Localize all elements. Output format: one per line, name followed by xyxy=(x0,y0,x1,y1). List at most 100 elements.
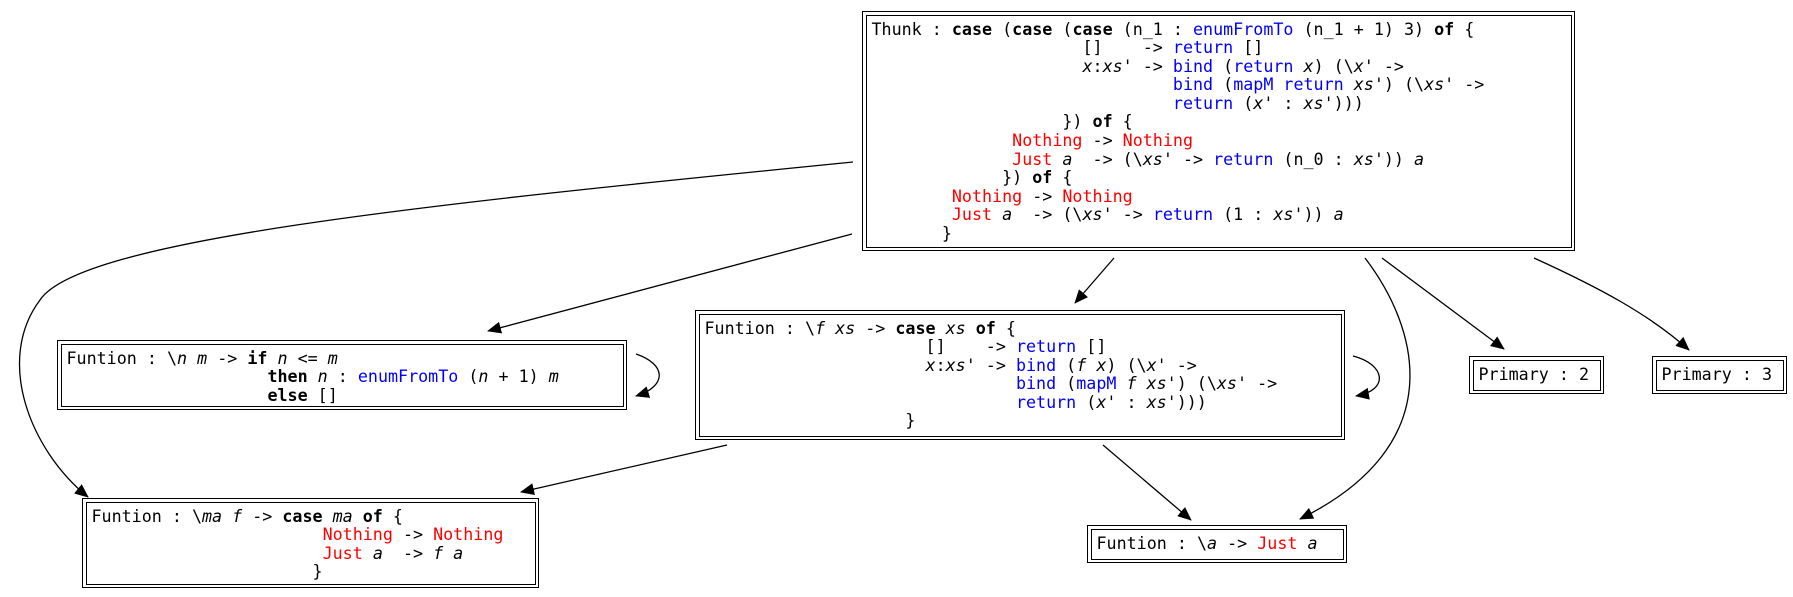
code-token: enumFromTo xyxy=(357,366,459,387)
code-token: else xyxy=(267,384,308,405)
code-token xyxy=(936,318,946,338)
code-token: ) (\ xyxy=(1106,354,1147,375)
code-token: xs xyxy=(1102,55,1123,76)
enumfromto-function-node[interactable]: Funtion : \n m -> if n <= m then n : enu… xyxy=(57,340,627,410)
mapm-function-node-line: x:xs' -> bind (f x) (\x' -> xyxy=(705,354,1336,375)
code-token: ')) xyxy=(1373,148,1415,169)
thunk-node-line: Nothing -> Nothing xyxy=(872,131,1566,150)
bind-function-node-line: } xyxy=(92,562,530,581)
code-token: <= xyxy=(287,347,328,368)
code-token: x xyxy=(925,354,936,375)
code-token: ma f xyxy=(202,505,243,526)
code-token: Primary : 2 xyxy=(1478,363,1590,384)
just-function-node[interactable]: Funtion : \a -> Just a xyxy=(1087,525,1347,563)
code-token: -> xyxy=(382,542,434,563)
code-token: + 1) xyxy=(488,366,549,387)
bind-function-node-line: Just a -> f a xyxy=(92,542,530,563)
code-token xyxy=(872,130,1013,150)
code-token: x xyxy=(1096,391,1107,412)
code-token: Nothing xyxy=(1012,130,1083,151)
code-token: }) xyxy=(871,111,1093,132)
code-token: case xyxy=(951,18,993,39)
mapm-function-node-line: return (x' : xs'))) xyxy=(705,393,1336,412)
code-token xyxy=(966,318,976,338)
code-token: ' -> xyxy=(965,354,1016,375)
edge-thunk-to-mapm xyxy=(1074,257,1115,304)
code-token: ( xyxy=(992,18,1013,39)
code-token: -> (\ xyxy=(1012,204,1083,225)
primary-2-node[interactable]: Primary : 2 xyxy=(1469,356,1604,394)
code-token xyxy=(1344,74,1354,94)
thunk-node-line: Nothing -> Nothing xyxy=(872,187,1566,206)
code-token xyxy=(267,348,277,368)
mapm-function-node[interactable]: Funtion : \f xs -> case xs of { [] -> re… xyxy=(695,310,1345,440)
code-token xyxy=(872,56,1083,76)
code-token: f x xyxy=(1076,354,1107,375)
enumfromto-function-node-code: Funtion : \n m -> if n <= m then n : enu… xyxy=(66,347,618,405)
code-token: Nothing xyxy=(322,524,393,545)
code-token xyxy=(872,93,1173,113)
code-token: bind xyxy=(1172,55,1214,76)
code-token: [] -> xyxy=(704,336,1016,357)
primary-2-node-line: Primary : 2 xyxy=(1479,365,1595,383)
code-token: xs xyxy=(1353,148,1374,169)
primary-3-node[interactable]: Primary : 3 xyxy=(1652,356,1787,394)
code-token: m xyxy=(327,347,338,368)
code-token: Primary : 3 xyxy=(1661,363,1773,384)
code-token: -> xyxy=(207,347,248,368)
code-token: Just xyxy=(322,542,363,563)
edge-thunk-to-bind xyxy=(18,161,854,498)
code-token: f xs xyxy=(1126,373,1167,394)
code-token: xs xyxy=(1082,204,1103,225)
code-token: xs xyxy=(945,317,966,338)
thunk-node-line: Just a -> (\xs' -> return (n_0 : xs')) a xyxy=(872,148,1566,169)
code-token xyxy=(872,74,1173,94)
thunk-node-line: bind (mapM return xs') (\xs' -> xyxy=(872,75,1566,94)
code-token: -> xyxy=(1082,130,1123,151)
mapm-function-node-line: } xyxy=(705,411,1336,430)
code-token xyxy=(705,392,1016,412)
code-token: xs xyxy=(1142,148,1163,169)
code-token: Funtion : \ xyxy=(66,347,178,368)
code-token: n m xyxy=(177,347,208,368)
code-token: -> xyxy=(855,317,896,338)
code-token: ' -> xyxy=(1236,373,1278,394)
just-function-node-line: Funtion : \a -> Just a xyxy=(1097,534,1338,552)
edge-mapm-to-bind xyxy=(520,444,728,495)
code-token: -> xyxy=(242,505,283,526)
code-token: a xyxy=(372,542,383,563)
code-token: ( xyxy=(1076,391,1097,412)
mapm-function-node-code: Funtion : \f xs -> case xs of { [] -> re… xyxy=(704,317,1336,431)
code-token: a xyxy=(1207,532,1218,553)
code-token: x xyxy=(1253,92,1264,113)
code-token: of xyxy=(362,505,383,526)
code-token: -> xyxy=(1022,185,1063,206)
code-token: xs xyxy=(1424,74,1445,95)
bind-function-node-line: Funtion : \ma f -> case ma of { xyxy=(92,505,530,526)
code-token: -> (\ xyxy=(1072,148,1143,169)
code-token: '))) xyxy=(1166,391,1207,412)
thunk-node-line: x:xs' -> bind (return x) (\x' -> xyxy=(872,55,1566,76)
code-token xyxy=(67,385,268,405)
code-token: xs xyxy=(1273,204,1294,225)
code-token: ( xyxy=(458,366,479,387)
code-token: bind xyxy=(1015,373,1057,394)
bind-function-node[interactable]: Funtion : \ma f -> case ma of { Nothing … xyxy=(82,498,539,588)
code-token: a xyxy=(1062,148,1073,169)
code-token: Nothing xyxy=(433,524,504,545)
code-token: return xyxy=(1015,391,1077,412)
code-token: : xyxy=(1092,55,1103,76)
code-token: x xyxy=(1303,55,1314,76)
code-token: ') (\ xyxy=(1166,373,1217,394)
thunk-node[interactable]: Thunk : case (case (case (n_1 : enumFrom… xyxy=(862,11,1575,251)
code-token xyxy=(353,506,363,526)
code-token: Nothing xyxy=(1122,130,1193,151)
edge-mapm-to-just xyxy=(1102,444,1192,521)
edge-enumfromto-to-enumfromto xyxy=(635,353,660,398)
code-token: enumFromTo xyxy=(1193,18,1294,39)
code-token: x xyxy=(1082,55,1093,76)
thunk-node-line: [] -> return [] xyxy=(872,38,1566,57)
code-token xyxy=(1116,373,1126,393)
